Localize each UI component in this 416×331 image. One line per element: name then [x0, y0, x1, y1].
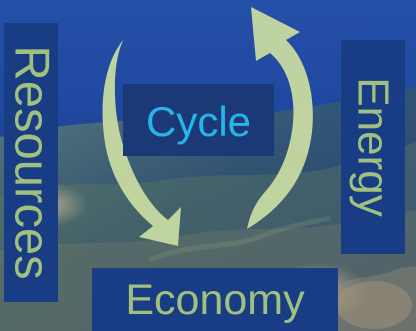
- upper-left-curved-arrow-icon: [102, 39, 181, 246]
- energy-label: Energy: [349, 77, 399, 217]
- cycle-arrows: [102, 7, 313, 246]
- right-curved-arrow-icon: [247, 7, 313, 229]
- cycle-label: Cycle: [145, 98, 252, 145]
- energy-label-box: Energy: [341, 40, 405, 254]
- resources-label-box: Resources: [4, 23, 59, 302]
- economy-label-box: Economy: [92, 268, 338, 331]
- economy-label: Economy: [125, 276, 305, 324]
- resources-label: Resources: [4, 45, 59, 280]
- cycle-label-box: Cycle: [123, 84, 274, 156]
